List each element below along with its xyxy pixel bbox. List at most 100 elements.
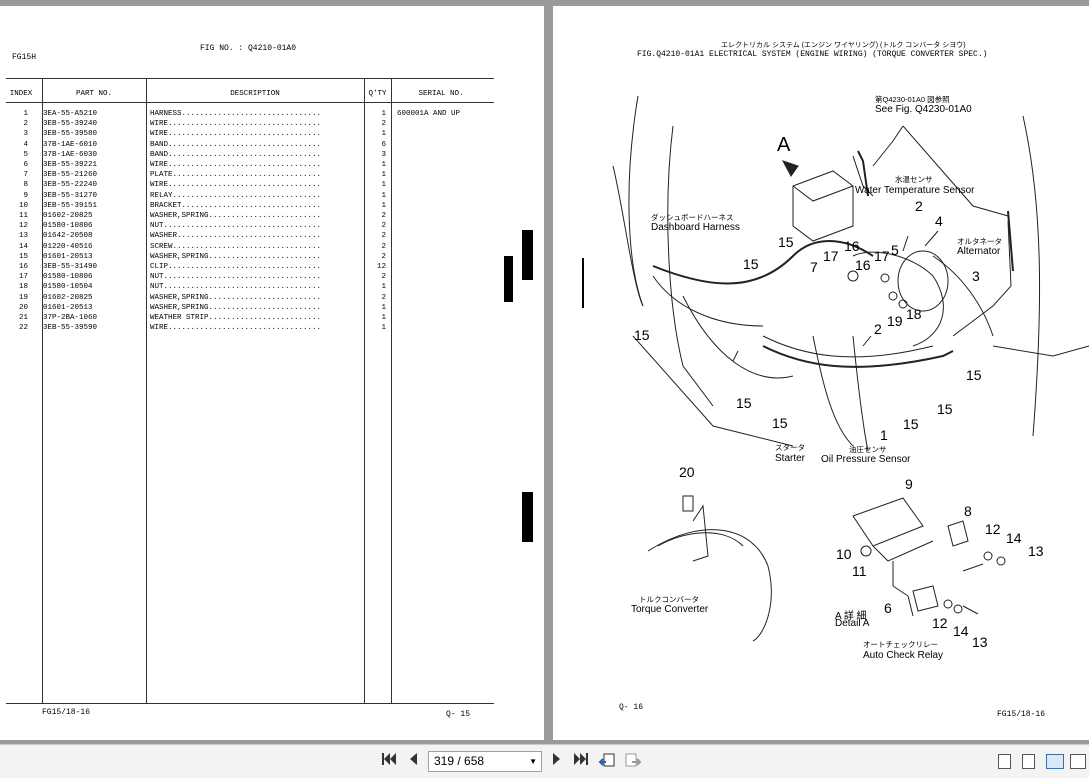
index-cell: 5: [23, 150, 28, 159]
description-cell: BAND..................................: [150, 140, 322, 149]
index-cell: 9: [23, 191, 28, 200]
part-number-cell: 01602-20825: [43, 293, 93, 302]
column-header-part-no: PART NO.: [75, 90, 112, 98]
quantity-cell: 1: [381, 314, 386, 322]
water-temp-label: Water Temperature Sensor: [855, 185, 975, 196]
quantity-cell: 2: [381, 273, 386, 282]
index-cell: 22: [18, 324, 28, 333]
single-page-view-button[interactable]: [998, 754, 1011, 769]
index-cell: 16: [18, 263, 28, 271]
part-number-cell: 3EB-55-31490: [43, 263, 98, 271]
index-cell: 13: [18, 232, 28, 241]
description-cell: WIRE..................................: [150, 161, 322, 169]
binding-mark: [522, 230, 533, 280]
description-cell: BRACKET...............................: [150, 201, 322, 210]
index-cell: 8: [23, 181, 28, 190]
callout-number: 12: [985, 521, 1001, 537]
quantity-cell: 1: [381, 283, 386, 292]
torque-converter-japanese: トルクコンバータ: [639, 595, 699, 604]
index-cell: 21: [18, 314, 28, 322]
table-row: 6 3EB-55-39221 WIRE.......................…: [6, 160, 494, 170]
part-number-cell: 01580-10806: [43, 222, 93, 231]
callout-number: 15: [634, 327, 650, 343]
document-viewer[interactable]: FG15H FIG NO. : Q4210-01A0 INDEX PART NO…: [0, 0, 1089, 744]
callout-number: 4: [935, 213, 943, 229]
two-page-continuous-view-button[interactable]: [1070, 754, 1086, 769]
callout-number: 20: [679, 464, 695, 480]
quantity-cell: 1: [381, 324, 386, 333]
footer-page-number: Q- 15: [446, 710, 471, 719]
description-cell: WASHER,SPRING.........................: [150, 252, 322, 261]
description-cell: WIRE..................................: [150, 130, 322, 139]
index-cell: 6: [23, 161, 28, 169]
callout-number: 15: [772, 415, 788, 431]
see-fig-label: See Fig. Q4230-01A0: [875, 104, 972, 115]
description-cell: WIRE..................................: [150, 324, 322, 333]
description-cell: WIRE..................................: [150, 181, 322, 190]
page-selector[interactable]: 319 / 658 ▼: [428, 751, 542, 772]
callout-number: 15: [903, 416, 919, 432]
index-cell: 19: [18, 293, 28, 302]
two-page-view-button[interactable]: [1046, 754, 1064, 769]
quantity-cell: 2: [381, 120, 386, 129]
dashboard-label: Dashboard Harness: [651, 222, 740, 233]
model-code: FG15H: [12, 53, 37, 62]
description-cell: WIRE..................................: [150, 120, 322, 129]
table-row: 12 01580-10806 NUT........................…: [6, 221, 494, 231]
binding-mark: [522, 492, 533, 542]
page-q16: エレクトリカル システム (エンジン ワイヤリング) (トルク コンバータ シヨ…: [553, 6, 1089, 740]
navigation-toolbar: 319 / 658 ▼: [0, 744, 1089, 778]
part-number-cell: 01642-20508: [43, 232, 93, 241]
part-number-cell: 3EB-55-39221: [43, 161, 98, 169]
quantity-cell: 2: [381, 232, 386, 241]
index-cell: 2: [23, 120, 28, 129]
first-page-button[interactable]: [380, 752, 398, 770]
continuous-view-button[interactable]: [1022, 754, 1035, 769]
quantity-cell: 3: [381, 150, 386, 159]
table-row: 16 3EB-55-31490 CLIP......................…: [6, 262, 494, 272]
description-cell: CLIP..................................: [150, 263, 322, 271]
next-page-button[interactable]: [548, 752, 566, 770]
go-back-button[interactable]: [598, 752, 616, 770]
part-number-cell: 3EB-55-39151: [43, 201, 98, 210]
part-number-cell: 3EB-55-39590: [43, 324, 98, 333]
torque-converter-label: Torque Converter: [631, 604, 709, 615]
part-number-cell: 37B-1AE-6010: [43, 140, 98, 149]
index-cell: 14: [18, 242, 28, 251]
index-cell: 12: [18, 222, 28, 231]
callout-number: 13: [1028, 543, 1044, 559]
index-cell: 18: [18, 283, 28, 292]
index-cell: 3: [23, 130, 28, 139]
dashboard-japanese: ダッシュボードハーネス: [651, 213, 734, 222]
alternator-label: Alternator: [957, 246, 1001, 257]
starter-japanese: スタータ: [775, 443, 805, 452]
previous-page-button[interactable]: [404, 752, 422, 770]
previous-page-icon: [410, 753, 417, 765]
description-cell: RELAY.................................: [150, 191, 322, 200]
auto-check-relay-japanese: オートチェックリレー: [863, 640, 938, 649]
description-cell: NUT...................................: [150, 222, 322, 231]
quantity-cell: 1: [381, 161, 386, 169]
callout-number: 1: [880, 427, 888, 443]
quantity-cell: 2: [381, 293, 386, 302]
go-forward-button[interactable]: [624, 752, 642, 770]
starter-label: Starter: [775, 453, 806, 464]
callout-number: 9: [905, 476, 913, 492]
part-number-cell: 01220-40516: [43, 242, 93, 251]
quantity-cell: 6: [381, 140, 386, 149]
description-cell: BAND..................................: [150, 150, 322, 159]
last-page-button[interactable]: [572, 752, 590, 770]
part-number-cell: 37P-2BA-1060: [43, 314, 98, 322]
callout-number: 2: [874, 321, 882, 337]
callout-number: 15: [937, 401, 953, 417]
description-cell: WASHER,SPRING.........................: [150, 303, 322, 312]
footer-page-number: Q- 16: [619, 703, 644, 712]
